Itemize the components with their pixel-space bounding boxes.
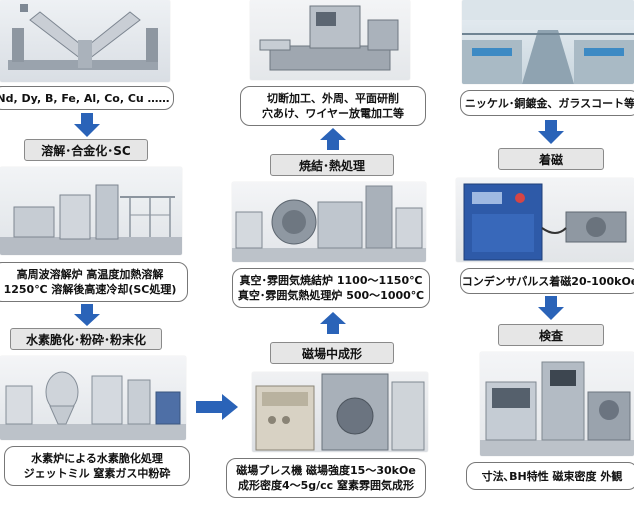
- melting-caption: 高周波溶解炉 高温度加熱溶解 1250℃ 溶解後高速冷却(SC処理): [0, 262, 188, 302]
- materials-caption: Nd, Dy, B, Fe, Al, Co, Cu ……: [0, 86, 174, 110]
- arrow-down-icon: [74, 113, 100, 137]
- magnetic-press-photo: [252, 372, 428, 452]
- melting-furnace-photo: [0, 167, 182, 255]
- plating-caption: ニッケル･銅鍍金、ガラスコート等: [460, 90, 634, 116]
- arrow-down-icon: [538, 120, 564, 144]
- step-melting-label: 溶解･合金化･SC: [24, 139, 148, 161]
- cnc-machine-photo: [250, 0, 410, 80]
- magnetizer-photo: [456, 178, 634, 262]
- v-blender-photo: [0, 0, 170, 82]
- inspection-equipment-photo: [480, 352, 634, 456]
- arrow-down-icon: [74, 304, 100, 326]
- sintering-caption: 真空･雰囲気焼結炉 1100～1150℃ 真空･雰囲気熱処理炉 500～1000…: [232, 268, 430, 308]
- step-hydrogen-label: 水素脆化･粉砕･粉末化: [10, 328, 162, 350]
- arrow-up-icon: [320, 312, 346, 334]
- pressing-caption: 磁場プレス機 磁場強度15～30kOe 成形密度4～5g/cc 窒素雰囲気成形: [226, 458, 426, 498]
- arrow-down-icon: [538, 296, 564, 320]
- jet-mill-photo: [0, 356, 186, 440]
- step-magnetizing-label: 着磁: [498, 148, 604, 170]
- step-sintering-label: 焼結･熱処理: [270, 154, 394, 176]
- arrow-up-icon: [320, 128, 346, 150]
- sintering-furnace-photo: [232, 182, 426, 262]
- step-pressing-label: 磁場中成形: [270, 342, 394, 364]
- arrow-right-icon: [196, 394, 238, 420]
- step-inspection-label: 検査: [498, 324, 604, 346]
- inspection-caption: 寸法､BH特性 磁束密度 外観: [466, 462, 634, 490]
- magnetizing-caption: コンデンサパルス着磁20-100kOe: [460, 268, 634, 294]
- hydrogen-caption: 水素炉による水素脆化処理 ジェットミル 窒素ガス中粉砕: [4, 446, 190, 486]
- cutting-caption: 切断加工、外周、平面研削 穴あけ、ワイヤー放電加工等: [240, 86, 426, 126]
- plating-line-photo: [462, 0, 634, 84]
